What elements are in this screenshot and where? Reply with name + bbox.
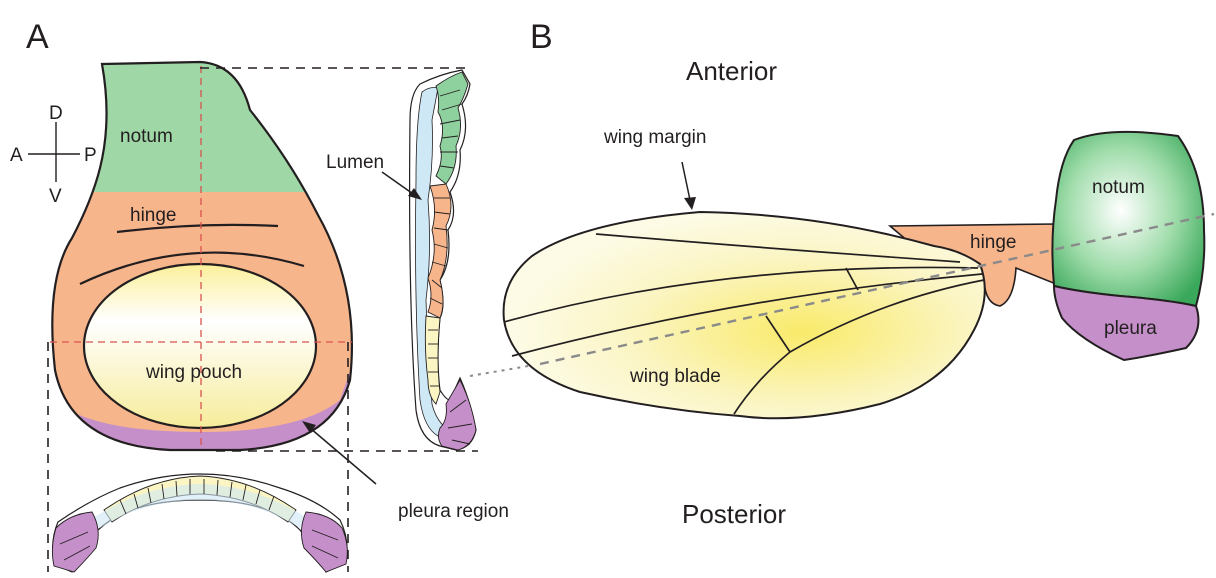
panel-b-letter: B <box>530 18 553 56</box>
axis-anterior-label: A <box>10 145 23 166</box>
wing-pouch-ellipse <box>84 264 316 428</box>
disc-pouch-label: wing pouch <box>145 362 242 383</box>
pleura-region-label: pleura region <box>398 501 509 522</box>
axis-posterior-label: P <box>84 145 97 166</box>
horizontal-cross-section <box>52 474 347 572</box>
axis-ventral-label: V <box>49 186 62 207</box>
axis-cross: D V A P <box>10 103 97 207</box>
adult-notum <box>1052 132 1204 306</box>
anterior-label: Anterior <box>686 56 777 86</box>
vertical-cross-section <box>410 70 476 450</box>
axis-dorsal-label: D <box>49 103 63 124</box>
posterior-label: Posterior <box>682 499 786 529</box>
lumen-label: Lumen <box>326 152 384 173</box>
adult-pleura-label: pleura <box>1104 318 1157 339</box>
wing-blade-label: wing blade <box>629 366 721 387</box>
disc-notum-label: notum <box>120 126 173 147</box>
wing-blade <box>504 212 985 418</box>
panel-a-letter: A <box>26 18 49 56</box>
adult-hinge-label: hinge <box>970 232 1017 253</box>
pleura-region-arrow <box>302 421 376 484</box>
wing-margin-label: wing margin <box>603 127 706 148</box>
wing-disc: notum hinge wing pouch <box>40 40 370 460</box>
disc-hinge-label: hinge <box>130 205 177 226</box>
adult-notum-label: notum <box>1092 177 1145 198</box>
wing-margin-arrow <box>682 162 696 210</box>
